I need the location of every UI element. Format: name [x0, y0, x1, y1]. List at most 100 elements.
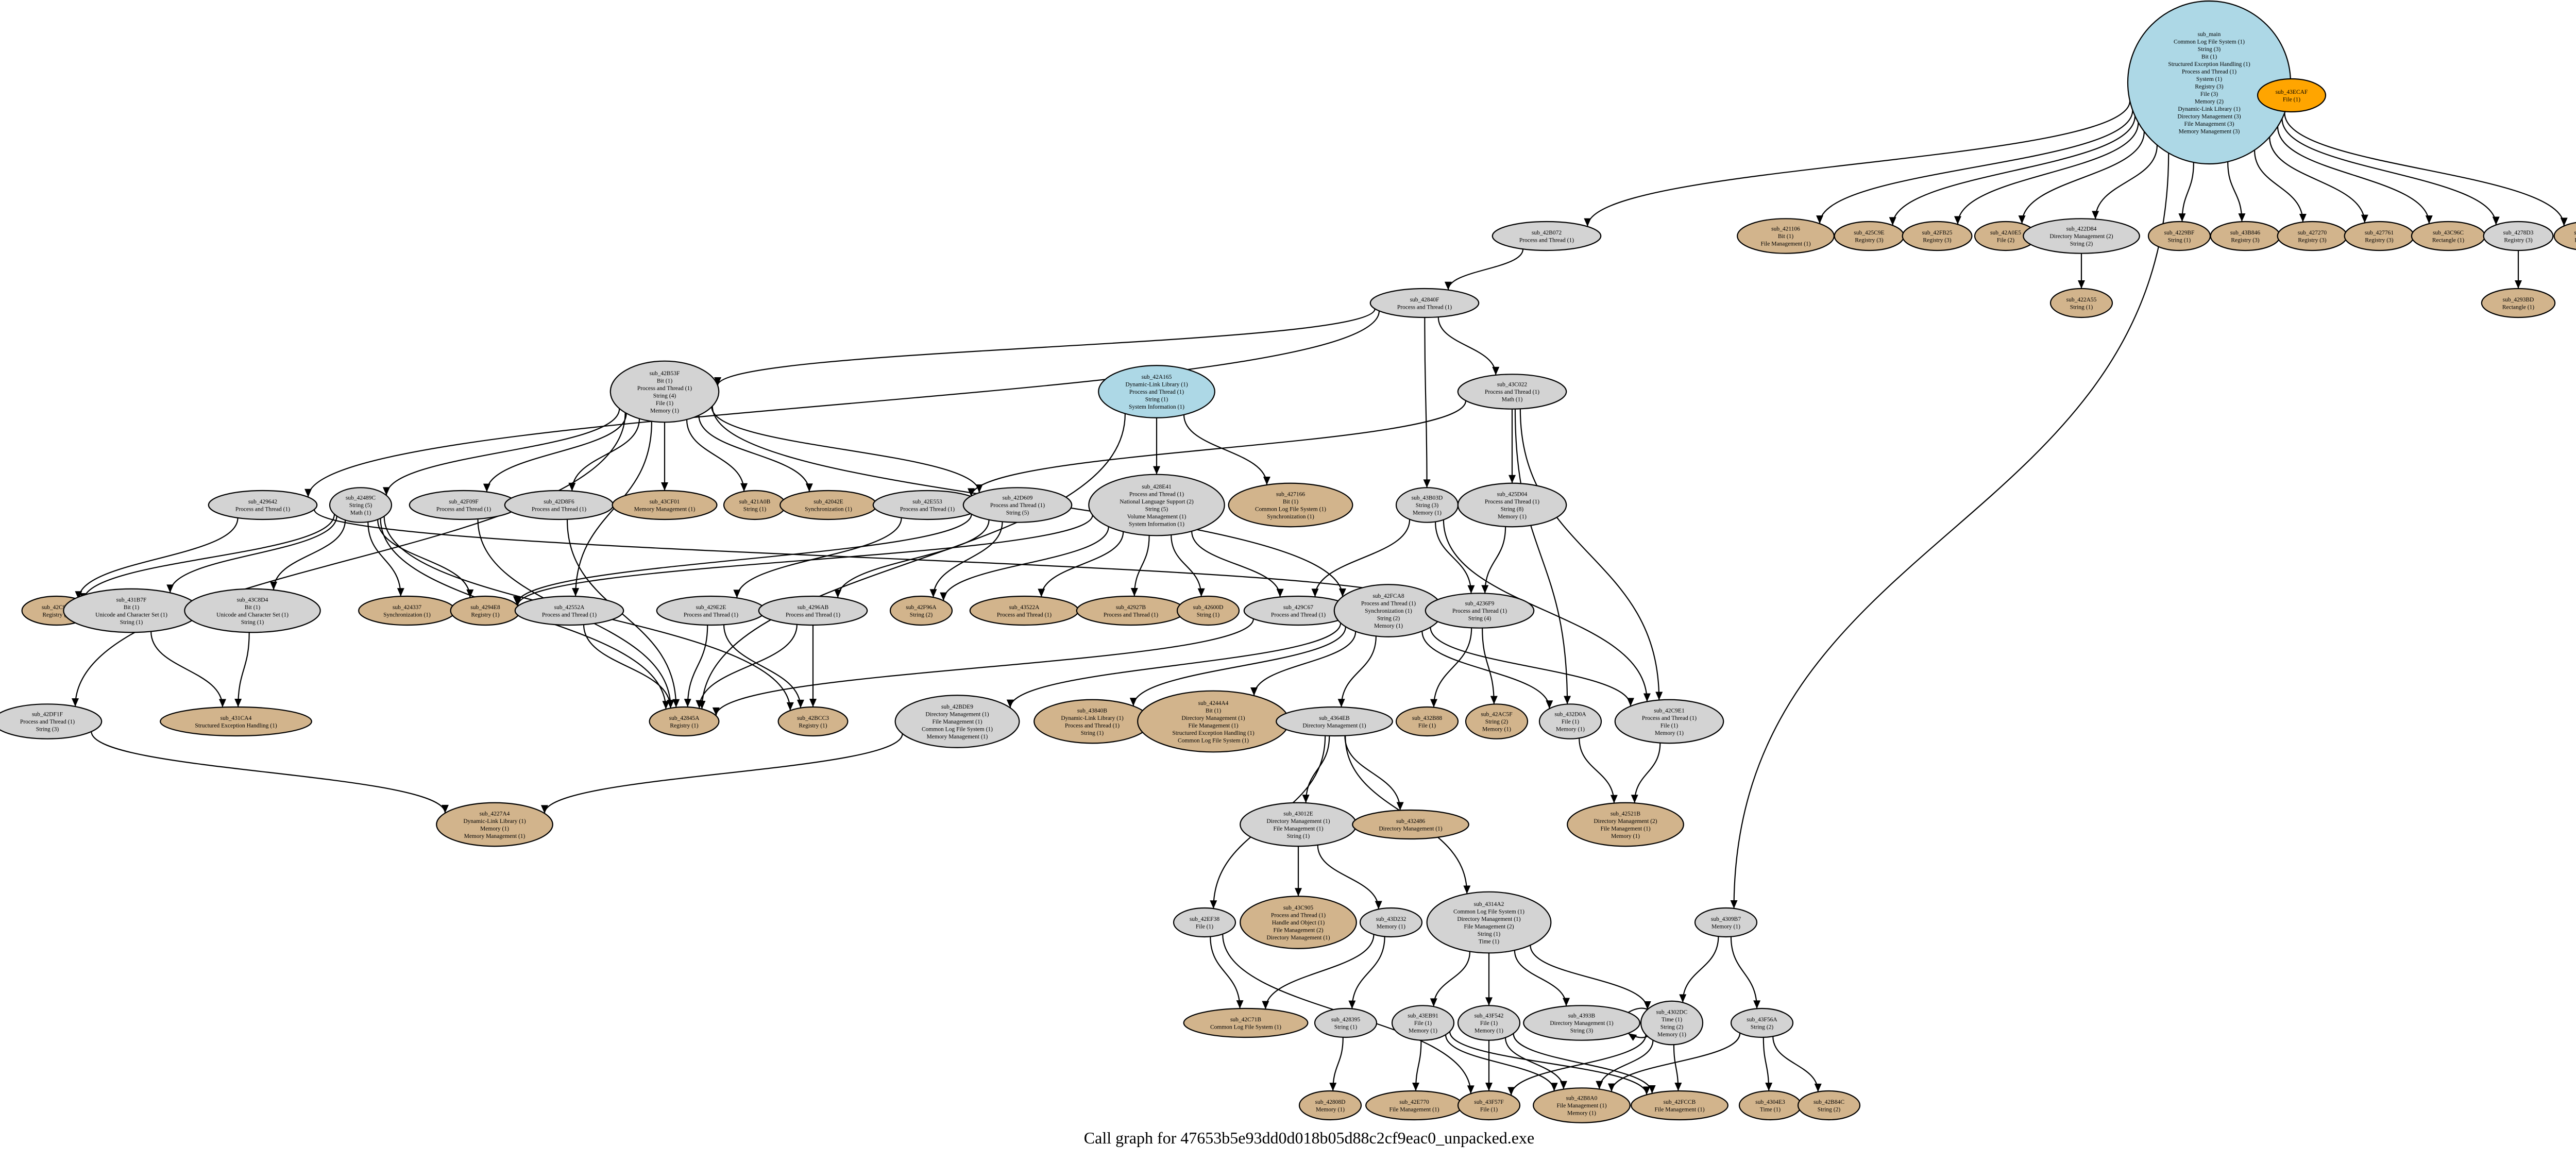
- edge-arrowhead: [1889, 217, 1896, 226]
- edge-arrowhead: [397, 588, 404, 597]
- node-name: sub_427270: [2298, 230, 2327, 236]
- node-name: sub_42EF38: [1190, 916, 1219, 922]
- node-api-category: Rectangle (1): [2502, 304, 2534, 310]
- node-ellipse: [894, 695, 1020, 748]
- node-api-category: String (2): [2070, 241, 2093, 247]
- node-ellipse: [1369, 288, 1480, 318]
- call-edge: [2269, 137, 2365, 223]
- node-name: sub_425C9E: [1854, 230, 1884, 236]
- node-ellipse: [436, 802, 553, 847]
- edge-arrowhead: [1490, 696, 1498, 704]
- node-api-category: Registry (3): [2298, 237, 2326, 243]
- node-name: sub_43EB91: [1408, 1013, 1438, 1019]
- node-api-category: String (2): [1818, 1106, 1841, 1113]
- node-api-category: Process and Thread (1): [1271, 913, 1326, 919]
- node-api-category: Registry (3): [1923, 237, 1951, 243]
- call-edge: [1443, 519, 1648, 702]
- call-edge: [544, 733, 903, 814]
- node-ellipse: [2553, 222, 2576, 250]
- node-api-category: String (1): [1287, 833, 1310, 839]
- edge-arrowhead: [714, 377, 722, 385]
- node-name: sub_42600D: [1193, 604, 1224, 611]
- call-edge: [2095, 145, 2158, 220]
- node-ellipse: [1694, 907, 1758, 938]
- node-api-category: Memory Management (1): [464, 833, 526, 839]
- call-edge: [1733, 153, 2170, 908]
- node-api-category: Handle and Object (1): [1272, 920, 1325, 926]
- node-name: sub_4229BF: [2164, 230, 2195, 236]
- node-ellipse: [1640, 1000, 1704, 1046]
- edge-arrowhead: [1311, 588, 1319, 597]
- node-ellipse: [184, 588, 321, 633]
- node-api-category: Process and Thread (1): [997, 612, 1052, 618]
- node-api-category: Structured Exception Handling (1): [195, 722, 277, 729]
- call-edge: [2181, 162, 2194, 222]
- edge-arrowhead: [1564, 696, 1571, 704]
- node-name: sub_42BCC3: [797, 715, 829, 721]
- node-api-category: Synchronization (1): [383, 612, 431, 618]
- node-name: sub_421106: [1771, 226, 1800, 232]
- node-name: sub_42042E: [814, 499, 843, 505]
- edge-arrowhead: [667, 700, 674, 709]
- edge-arrowhead: [2238, 213, 2246, 222]
- node-ellipse: [962, 487, 1073, 523]
- call-edge: [1253, 631, 1357, 696]
- node-ellipse: [160, 706, 312, 737]
- node-api-category: System (1): [2196, 76, 2222, 82]
- call-edge: [1424, 317, 1428, 488]
- call-edge: [1430, 627, 1632, 706]
- node-api-category: String (5): [1006, 510, 1029, 516]
- edge-arrowhead: [1596, 1081, 1603, 1089]
- call-edge: [1183, 414, 1268, 485]
- node-ellipse: [1614, 699, 1724, 744]
- node-name: sub_42F96A: [906, 604, 937, 611]
- edge-arrowhead: [1584, 218, 1591, 227]
- node-api-category: Bit (1): [1206, 708, 1222, 714]
- node-api-category: Registry (1): [670, 722, 698, 729]
- node-name: sub_4314A2: [1474, 901, 1504, 907]
- node-api-category: Directory Management (1): [1266, 935, 1330, 941]
- call-edge: [2021, 131, 2145, 224]
- node-ellipse: [1314, 1007, 1378, 1038]
- node-api-category: String (1): [1197, 612, 1220, 618]
- call-edge: [1504, 1037, 1564, 1089]
- call-edge: [933, 521, 1003, 598]
- edge-arrowhead: [1643, 1001, 1651, 1010]
- edge-arrowhead: [1396, 802, 1404, 811]
- call-edge: [1171, 534, 1202, 597]
- node-api-category: String (2): [1660, 1024, 1684, 1030]
- edge-arrowhead: [72, 698, 79, 707]
- node-ellipse: [779, 490, 877, 520]
- edge-arrowhead: [2492, 216, 2500, 225]
- node-api-category: Memory (1): [1409, 1028, 1437, 1034]
- node-api-category: Process and Thread (1): [1485, 499, 1539, 505]
- node-ellipse: [2147, 221, 2211, 251]
- node-name: sub_43F57F: [1474, 1099, 1504, 1105]
- node-name: sub_428E41: [1142, 484, 1172, 490]
- call-edge: [1351, 936, 1385, 1009]
- edge-arrowhead: [1038, 588, 1045, 597]
- call-edge: [82, 514, 335, 602]
- node-api-category: String (4): [1468, 616, 1492, 622]
- node-ellipse: [612, 490, 718, 520]
- node-api-category: Directory Management (2): [2049, 233, 2113, 240]
- call-edge: [170, 516, 337, 593]
- node-api-category: Bit (1): [1283, 499, 1299, 505]
- node-ellipse: [1797, 1090, 1861, 1121]
- node-name: sub_425D04: [1497, 491, 1528, 497]
